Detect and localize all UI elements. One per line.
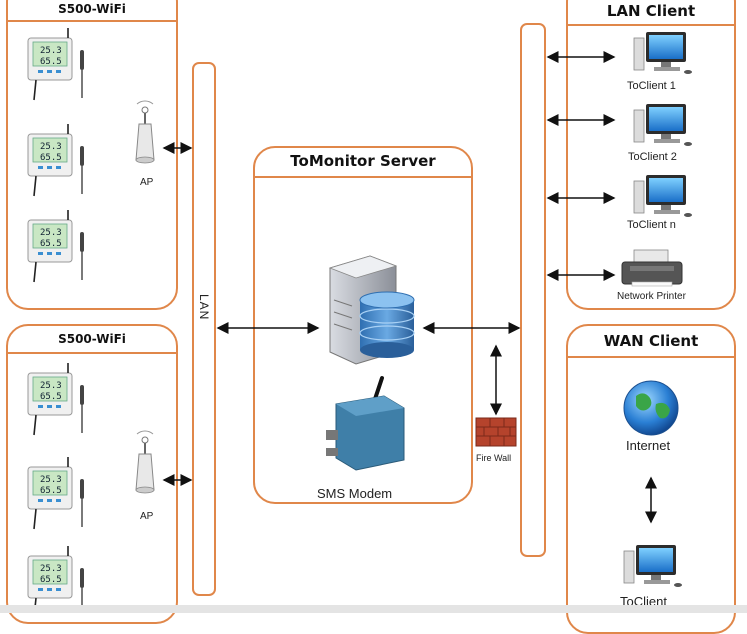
logger-reading-2: 65.5 (40, 392, 62, 402)
client-label: ToClient 2 (628, 151, 677, 163)
title-divider (8, 352, 176, 354)
database-icon (359, 291, 415, 358)
sms-modem-label: SMS Modem (317, 486, 393, 501)
ap-antenna-icon (135, 429, 155, 494)
computer-icon (633, 103, 693, 147)
logger-reading-2: 65.5 (40, 575, 62, 585)
title-divider (255, 176, 471, 178)
title-divider (568, 24, 734, 26)
logger-reading-2: 65.5 (40, 57, 62, 67)
logger-reading-1: 25.3 (40, 475, 62, 485)
client-label: ToClient 1 (627, 80, 676, 92)
panel-title: S500-WiFi (58, 2, 126, 16)
bottom-strip (0, 605, 747, 613)
logger-reading-1: 25.3 (40, 228, 62, 238)
panel-title: S500-WiFi (58, 332, 126, 346)
diagram-graphics: 25.365.525.365.525.365.525.365.525.365.5… (27, 27, 693, 613)
client-label: ToClient n (627, 219, 676, 231)
logger-reading-2: 65.5 (40, 153, 62, 163)
sms-modem-icon (326, 376, 405, 471)
logger-reading-1: 25.3 (40, 564, 62, 574)
ap-label: AP (140, 177, 154, 188)
printer-label: Network Printer (617, 291, 686, 302)
printer-icon (621, 249, 683, 287)
lan-bus (192, 62, 216, 596)
panel-title: WAN Client (603, 332, 699, 350)
internet-globe-icon (623, 380, 679, 436)
logger-reading-2: 65.5 (40, 486, 62, 496)
title-divider (568, 356, 734, 358)
computer-icon (633, 31, 693, 75)
internet-label: Internet (626, 438, 671, 453)
computer-icon (633, 174, 693, 218)
computer-icon (623, 544, 683, 588)
panel-title: LAN Client (606, 2, 696, 20)
logger-reading-1: 25.3 (40, 142, 62, 152)
firewall-label: Fire Wall (476, 453, 512, 463)
lan-client-bus (520, 23, 546, 557)
logger-reading-1: 25.3 (40, 46, 62, 56)
ap-label: AP (140, 511, 154, 522)
title-divider (8, 20, 176, 22)
firewall-icon (475, 417, 517, 447)
logger-reading-2: 65.5 (40, 239, 62, 249)
panel-title: ToMonitor Server (290, 152, 436, 170)
ap-antenna-icon (135, 99, 155, 164)
logger-reading-1: 25.3 (40, 381, 62, 391)
